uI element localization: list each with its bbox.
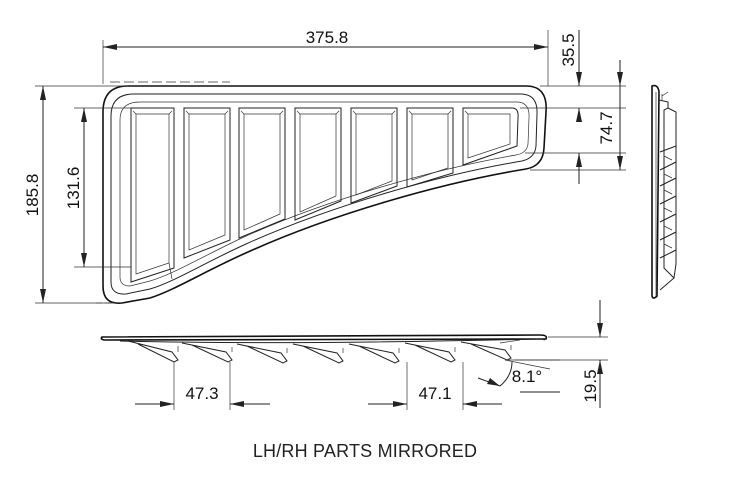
vent-inner-flange xyxy=(110,93,538,295)
dim-overall-height-label: 185.8 xyxy=(23,174,42,217)
dim-depth-label: 19.5 xyxy=(581,369,600,402)
dim-slat-pitch-right-label: 47.1 xyxy=(418,384,451,403)
dim-depth: 19.5 xyxy=(515,300,608,408)
dim-slat-angle-label: 8.1° xyxy=(512,367,542,386)
slot-3 xyxy=(238,107,286,239)
bottom-view-fins xyxy=(127,339,521,364)
dim-tip-offset-label: 35.5 xyxy=(559,33,578,66)
dim-overall-length-label: 375.8 xyxy=(306,28,349,47)
slot-5 xyxy=(350,107,398,204)
dim-inner-height-label: 131.6 xyxy=(64,167,83,210)
slot-1 xyxy=(130,107,175,283)
slot-4 xyxy=(294,107,342,221)
dim-tip-offset: 35.5 xyxy=(520,30,626,122)
slot-2 xyxy=(183,107,231,259)
dim-tip-height-label: 74.7 xyxy=(597,111,616,144)
vent-outer-outline xyxy=(102,85,547,304)
drawing-caption: LH/RH PARTS MIRRORED xyxy=(252,441,478,461)
slot-7 xyxy=(462,107,519,166)
vent-recess-line xyxy=(119,101,530,287)
dim-inner-height: 131.6 xyxy=(64,107,131,268)
side-view xyxy=(651,84,677,299)
bottom-view xyxy=(100,334,548,364)
dim-tip-height: 74.7 xyxy=(525,86,626,184)
slot-6 xyxy=(406,107,454,188)
dim-slat-pitch-left-label: 47.3 xyxy=(185,384,218,403)
side-view-fins xyxy=(659,145,677,259)
dim-overall-length: 375.8 xyxy=(102,28,549,86)
dim-overall-height: 185.8 xyxy=(23,85,128,304)
dim-slat-pitch-left: 47.3 xyxy=(135,362,270,410)
front-view xyxy=(102,85,547,304)
dim-slat-pitch-right: 47.1 xyxy=(368,362,502,410)
dim-slat-angle: 8.1° xyxy=(477,359,560,393)
